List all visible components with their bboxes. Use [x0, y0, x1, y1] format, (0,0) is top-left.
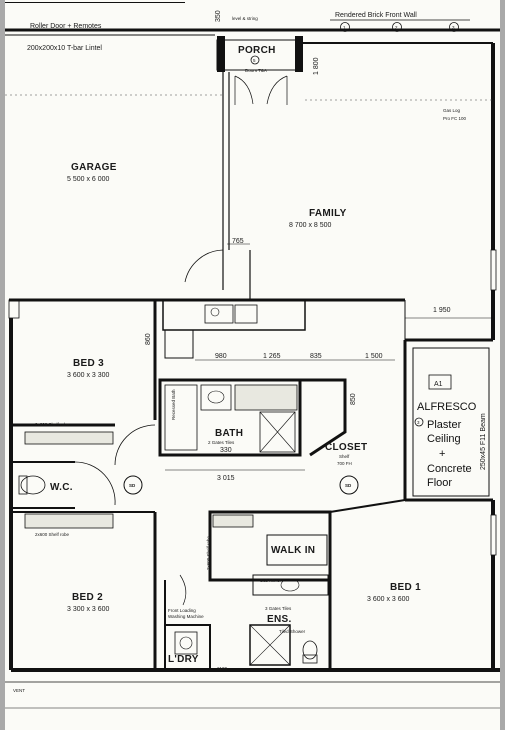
alfresco-ceiling-1: Plaster: [427, 419, 462, 431]
level-note: level & string: [232, 16, 258, 21]
facade-marker: [449, 22, 459, 32]
dim-860: 860: [145, 333, 152, 345]
alfresco-beam: 250x45 F11 Beam: [480, 413, 487, 470]
wet-areas: WALK IN 2x600 Shelf robe Front Loading W…: [164, 499, 406, 671]
facade-note: Rendered Brick Front Wall: [335, 12, 417, 19]
wc-name: W.C.: [50, 482, 73, 493]
bath-room: Recessed Bath BATH 2 Gates Tiles 330 3 0…: [158, 378, 305, 482]
dim-980: 980: [215, 353, 227, 360]
alfresco-plus: +: [439, 448, 445, 460]
dim-1800: 1 800: [313, 57, 320, 75]
ens-name: ENS.: [267, 614, 292, 625]
robe-note: 2x600 Shelf robe: [35, 422, 70, 427]
vent-note: VENT: [13, 688, 25, 693]
bed-2-name: BED 2: [72, 592, 103, 603]
alfresco-area: A1 ALFRESCO 3 Plaster Ceiling + Concrete…: [412, 347, 490, 497]
facade-marker-label: 2: [395, 25, 398, 30]
kitchen-bench: 1 950 980 1 265 835 1 500 860: [145, 299, 493, 361]
robe-note-3: 2x600 Shelf robe: [206, 535, 211, 570]
garage-name: GARAGE: [71, 162, 117, 173]
bath-note: 2 Gates Tiles: [208, 440, 235, 445]
tiled-shower-note: Tiled Shower: [279, 629, 306, 634]
closet-height: 700 FH: [337, 461, 352, 466]
dim-1950: 1 950: [433, 307, 451, 314]
facade-marker: [392, 22, 402, 32]
porch-name: PORCH: [238, 45, 276, 56]
lintel-size: 200x200x10 T-bar Lintel: [27, 45, 102, 52]
dim-350: 350: [215, 10, 222, 22]
bed-3-size: 3 600 x 3 300: [67, 372, 110, 379]
dim-835: 835: [310, 353, 322, 360]
gas-log-note: Gas Log: [443, 108, 461, 113]
dim-765: 765: [232, 238, 244, 245]
family-size: 8 700 x 8 500: [289, 222, 332, 229]
facade-marker-label: 3: [452, 25, 455, 30]
porch-door-note: Doors T&A: [245, 68, 267, 73]
garage-size: 5 500 x 6 000: [67, 176, 110, 183]
closet-room: CLOSET Shelf 700 FH 850: [300, 378, 367, 466]
recessed-bath-note: Recessed Bath: [171, 389, 176, 420]
top-header-strip: Roller Door + Remotes 200x200x10 T-bar L…: [5, 2, 500, 75]
floor-plan-sheet: Roller Door + Remotes 200x200x10 T-bar L…: [5, 0, 500, 730]
family-name: FAMILY: [309, 208, 347, 219]
dim-1500: 1 500: [365, 353, 383, 360]
sub-mirror-note: Sub Mirror: [260, 578, 282, 583]
ldry-note-1: Front Loading: [168, 608, 196, 613]
lintel-label: Roller Door + Remotes: [30, 23, 102, 30]
facade-marker-label: 1: [343, 25, 346, 30]
bed-3-room: 2x600 Shelf robe BED 3 3 600 x 3 300: [11, 300, 157, 466]
gas-log-model: Pro FC 100: [443, 116, 467, 121]
hall-marker: [123, 475, 143, 495]
wc-room: W.C.: [11, 461, 116, 509]
bath-name: BATH: [215, 428, 243, 439]
closet-note: Shelf: [339, 454, 350, 459]
dim-1265: 1 265: [263, 353, 281, 360]
alfresco-ceiling-2: Ceiling: [427, 433, 461, 445]
alfresco-name: ALFRESCO: [417, 401, 477, 413]
bed-1-size: 3 600 x 3 600: [367, 596, 410, 603]
robe-note-2: 2x600 Shelf robe: [35, 532, 70, 537]
facade-marker: [340, 22, 350, 32]
bath-size: 330: [220, 447, 232, 454]
bed-3-name: BED 3: [73, 358, 104, 369]
hall-marker-label: SD: [345, 483, 352, 488]
garage-family-divider: 765: [5, 72, 493, 300]
alfresco-floor-1: Concrete: [427, 463, 472, 475]
dim-2100: 2100: [217, 666, 228, 671]
floor-plan-drawing: Roller Door + Remotes 200x200x10 T-bar L…: [5, 2, 500, 709]
bed-1-name: BED 1: [390, 582, 421, 593]
hall-marker: [339, 475, 359, 495]
porch-area: PORCH 5 Doors T&A: [216, 36, 303, 105]
ens-note: 3 Gates Tiles: [265, 606, 292, 611]
bed-2-room: 2x600 Shelf robe BED 2 3 300 x 3 600: [11, 511, 157, 670]
ldry-name: L'DRY: [168, 654, 199, 665]
closet-name: CLOSET: [325, 442, 367, 453]
alfresco-marker: A1: [434, 381, 443, 388]
alfresco-marker-2: 3: [417, 420, 420, 425]
walk-in-name: WALK IN: [271, 545, 315, 556]
ldry-note-2: Washing Machine: [168, 614, 204, 619]
bed-2-size: 3 300 x 3 600: [67, 606, 110, 613]
dim-850: 850: [350, 393, 357, 405]
hall-marker-label: SD: [129, 483, 136, 488]
alfresco-floor-2: Floor: [427, 477, 452, 489]
dim-3015: 3 015: [217, 475, 235, 482]
porch-marker: 5: [253, 58, 256, 63]
